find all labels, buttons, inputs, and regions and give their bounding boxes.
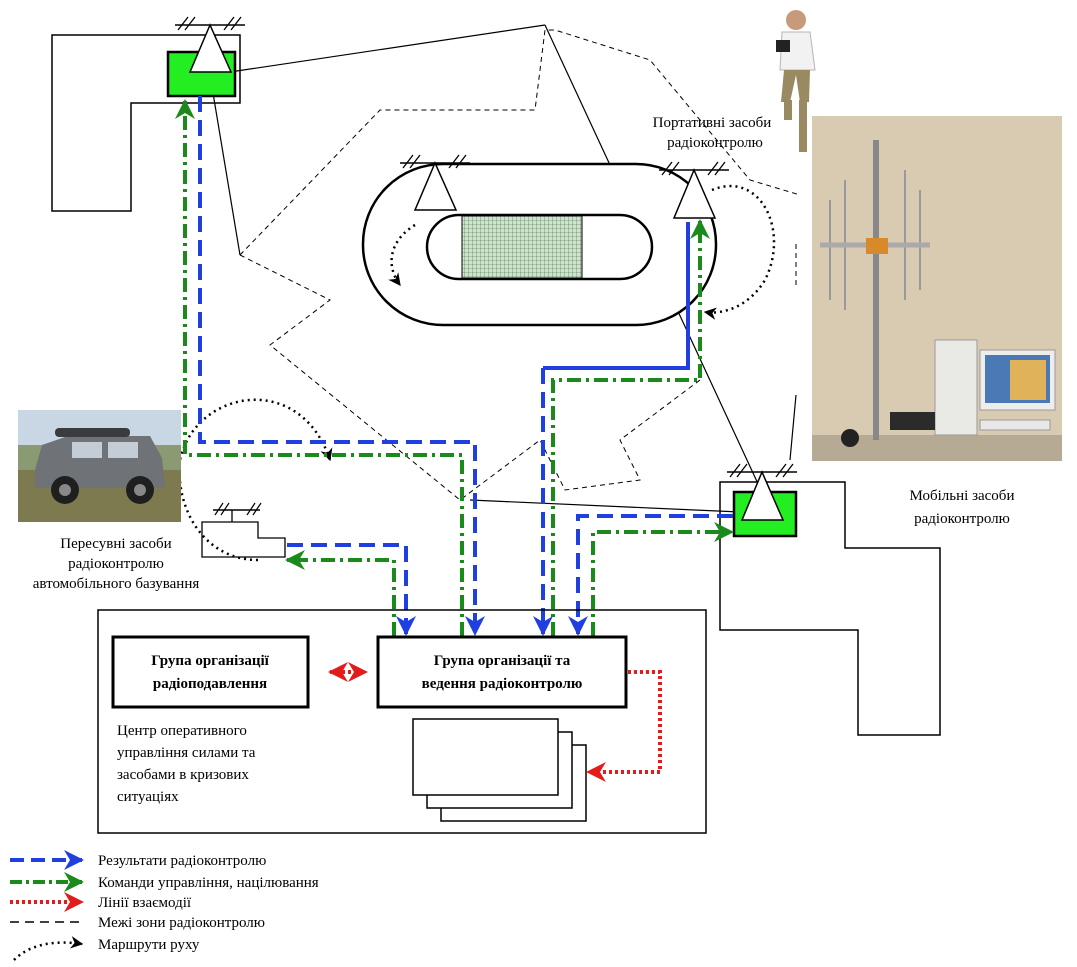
- center-label-2: управління силами та: [117, 745, 256, 761]
- suppression-group-box[interactable]: [113, 637, 308, 707]
- suppression-line-1: Група організації: [151, 653, 269, 669]
- center-label-3: засобами в кризових: [117, 767, 249, 783]
- vehicle-label-1: Пересувні засоби: [60, 536, 171, 552]
- legend: Результати радіоконтролю Команди управлі…: [10, 853, 319, 960]
- portable-label-2: радіоконтролю: [667, 135, 763, 151]
- car-photo: [18, 410, 181, 522]
- vehicle-label-3: автомобільного базування: [33, 576, 200, 592]
- monitoring-line-2: ведення радіоконтролю: [422, 676, 583, 692]
- legend-results-label: Результати радіоконтролю: [98, 853, 266, 869]
- center-label-4: ситуаціях: [117, 789, 179, 805]
- monitoring-line-1: Група організації та: [434, 653, 571, 669]
- legend-routes-label: Маршрути руху: [98, 937, 200, 953]
- document-stack-icon: [413, 719, 586, 821]
- portable-label-1: Портативні засоби: [653, 115, 772, 131]
- mobile-label-2: радіоконтролю: [914, 511, 1010, 527]
- stadium: [363, 164, 716, 325]
- legend-commands-label: Команди управління, націлювання: [98, 875, 319, 891]
- suppression-line-2: радіоподавлення: [153, 676, 267, 692]
- legend-interaction-label: Лінії взаємодії: [98, 895, 192, 911]
- monitoring-group-box[interactable]: [378, 637, 626, 707]
- center-label-1: Центр оперативного: [117, 723, 247, 739]
- legend-routes-swatch: [14, 943, 82, 960]
- antenna-top-left-icon: [168, 17, 245, 96]
- antenna-mobile-icon: [727, 464, 797, 536]
- equipment-photo: [812, 116, 1062, 461]
- mobile-label-1: Мобільні засоби: [910, 488, 1015, 504]
- legend-boundary-label: Межі зони радіоконтролю: [98, 915, 265, 931]
- vehicle-label-2: радіоконтролю: [68, 556, 164, 572]
- vehicle-station-icon: [202, 503, 285, 557]
